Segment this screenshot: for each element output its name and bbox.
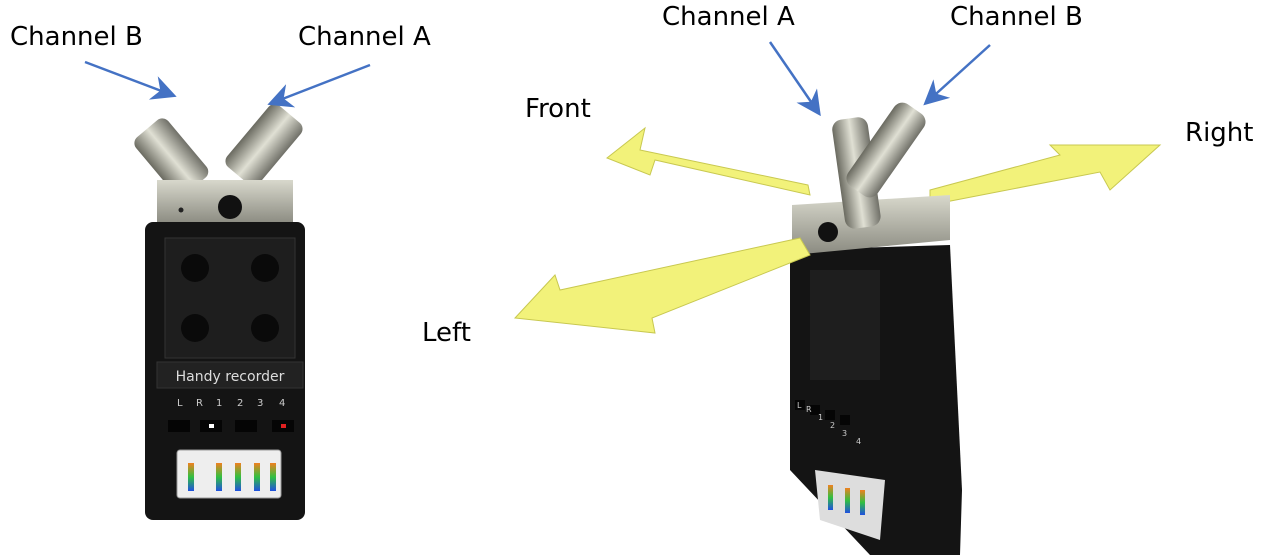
pointer-arrow-right-channel-b: [923, 44, 991, 106]
label-left-channel-b: Channel B: [10, 22, 143, 52]
right-channel-button-2: 2: [830, 421, 835, 430]
label-right-channel-a: Channel A: [662, 2, 795, 32]
channel-button-3: 3: [257, 398, 263, 409]
left-direction-arrow: [513, 237, 811, 334]
right-channel-button-1: 1: [818, 413, 823, 422]
label-left-channel-a: Channel A: [298, 22, 431, 52]
right-channel-button-r: R: [806, 405, 812, 414]
left-mic-capsule-a: [225, 104, 303, 186]
label-right-channel-b: Channel B: [950, 2, 1083, 32]
channel-button-l: L: [177, 398, 183, 409]
right-recorder: [790, 102, 962, 555]
pointer-arrow-left-channel-b: [84, 60, 177, 100]
pointer-arrow-left-channel-a: [267, 63, 371, 108]
right-channel-button-4: 4: [856, 437, 861, 446]
channel-button-2: 2: [237, 398, 243, 409]
left-recorder: [134, 104, 305, 520]
label-left: Left: [422, 318, 471, 348]
right-channel-button-3: 3: [842, 429, 847, 438]
device-name-label: Handy recorder: [176, 369, 285, 385]
label-front: Front: [525, 94, 591, 124]
channel-button-1: 1: [216, 398, 222, 409]
left-transport-buttons: [168, 420, 294, 432]
right-mic-capsule-b: [846, 102, 926, 198]
channel-button-r: R: [196, 398, 203, 409]
front-arrow: [606, 126, 811, 196]
left-mic-capsule-b: [134, 118, 209, 197]
channel-button-4: 4: [279, 398, 285, 409]
pointer-arrow-right-channel-a: [768, 41, 821, 117]
label-right: Right: [1185, 118, 1254, 148]
left-knob: [218, 195, 242, 219]
right-arrow: [929, 144, 1162, 206]
right-channel-button-l: L: [797, 401, 802, 410]
